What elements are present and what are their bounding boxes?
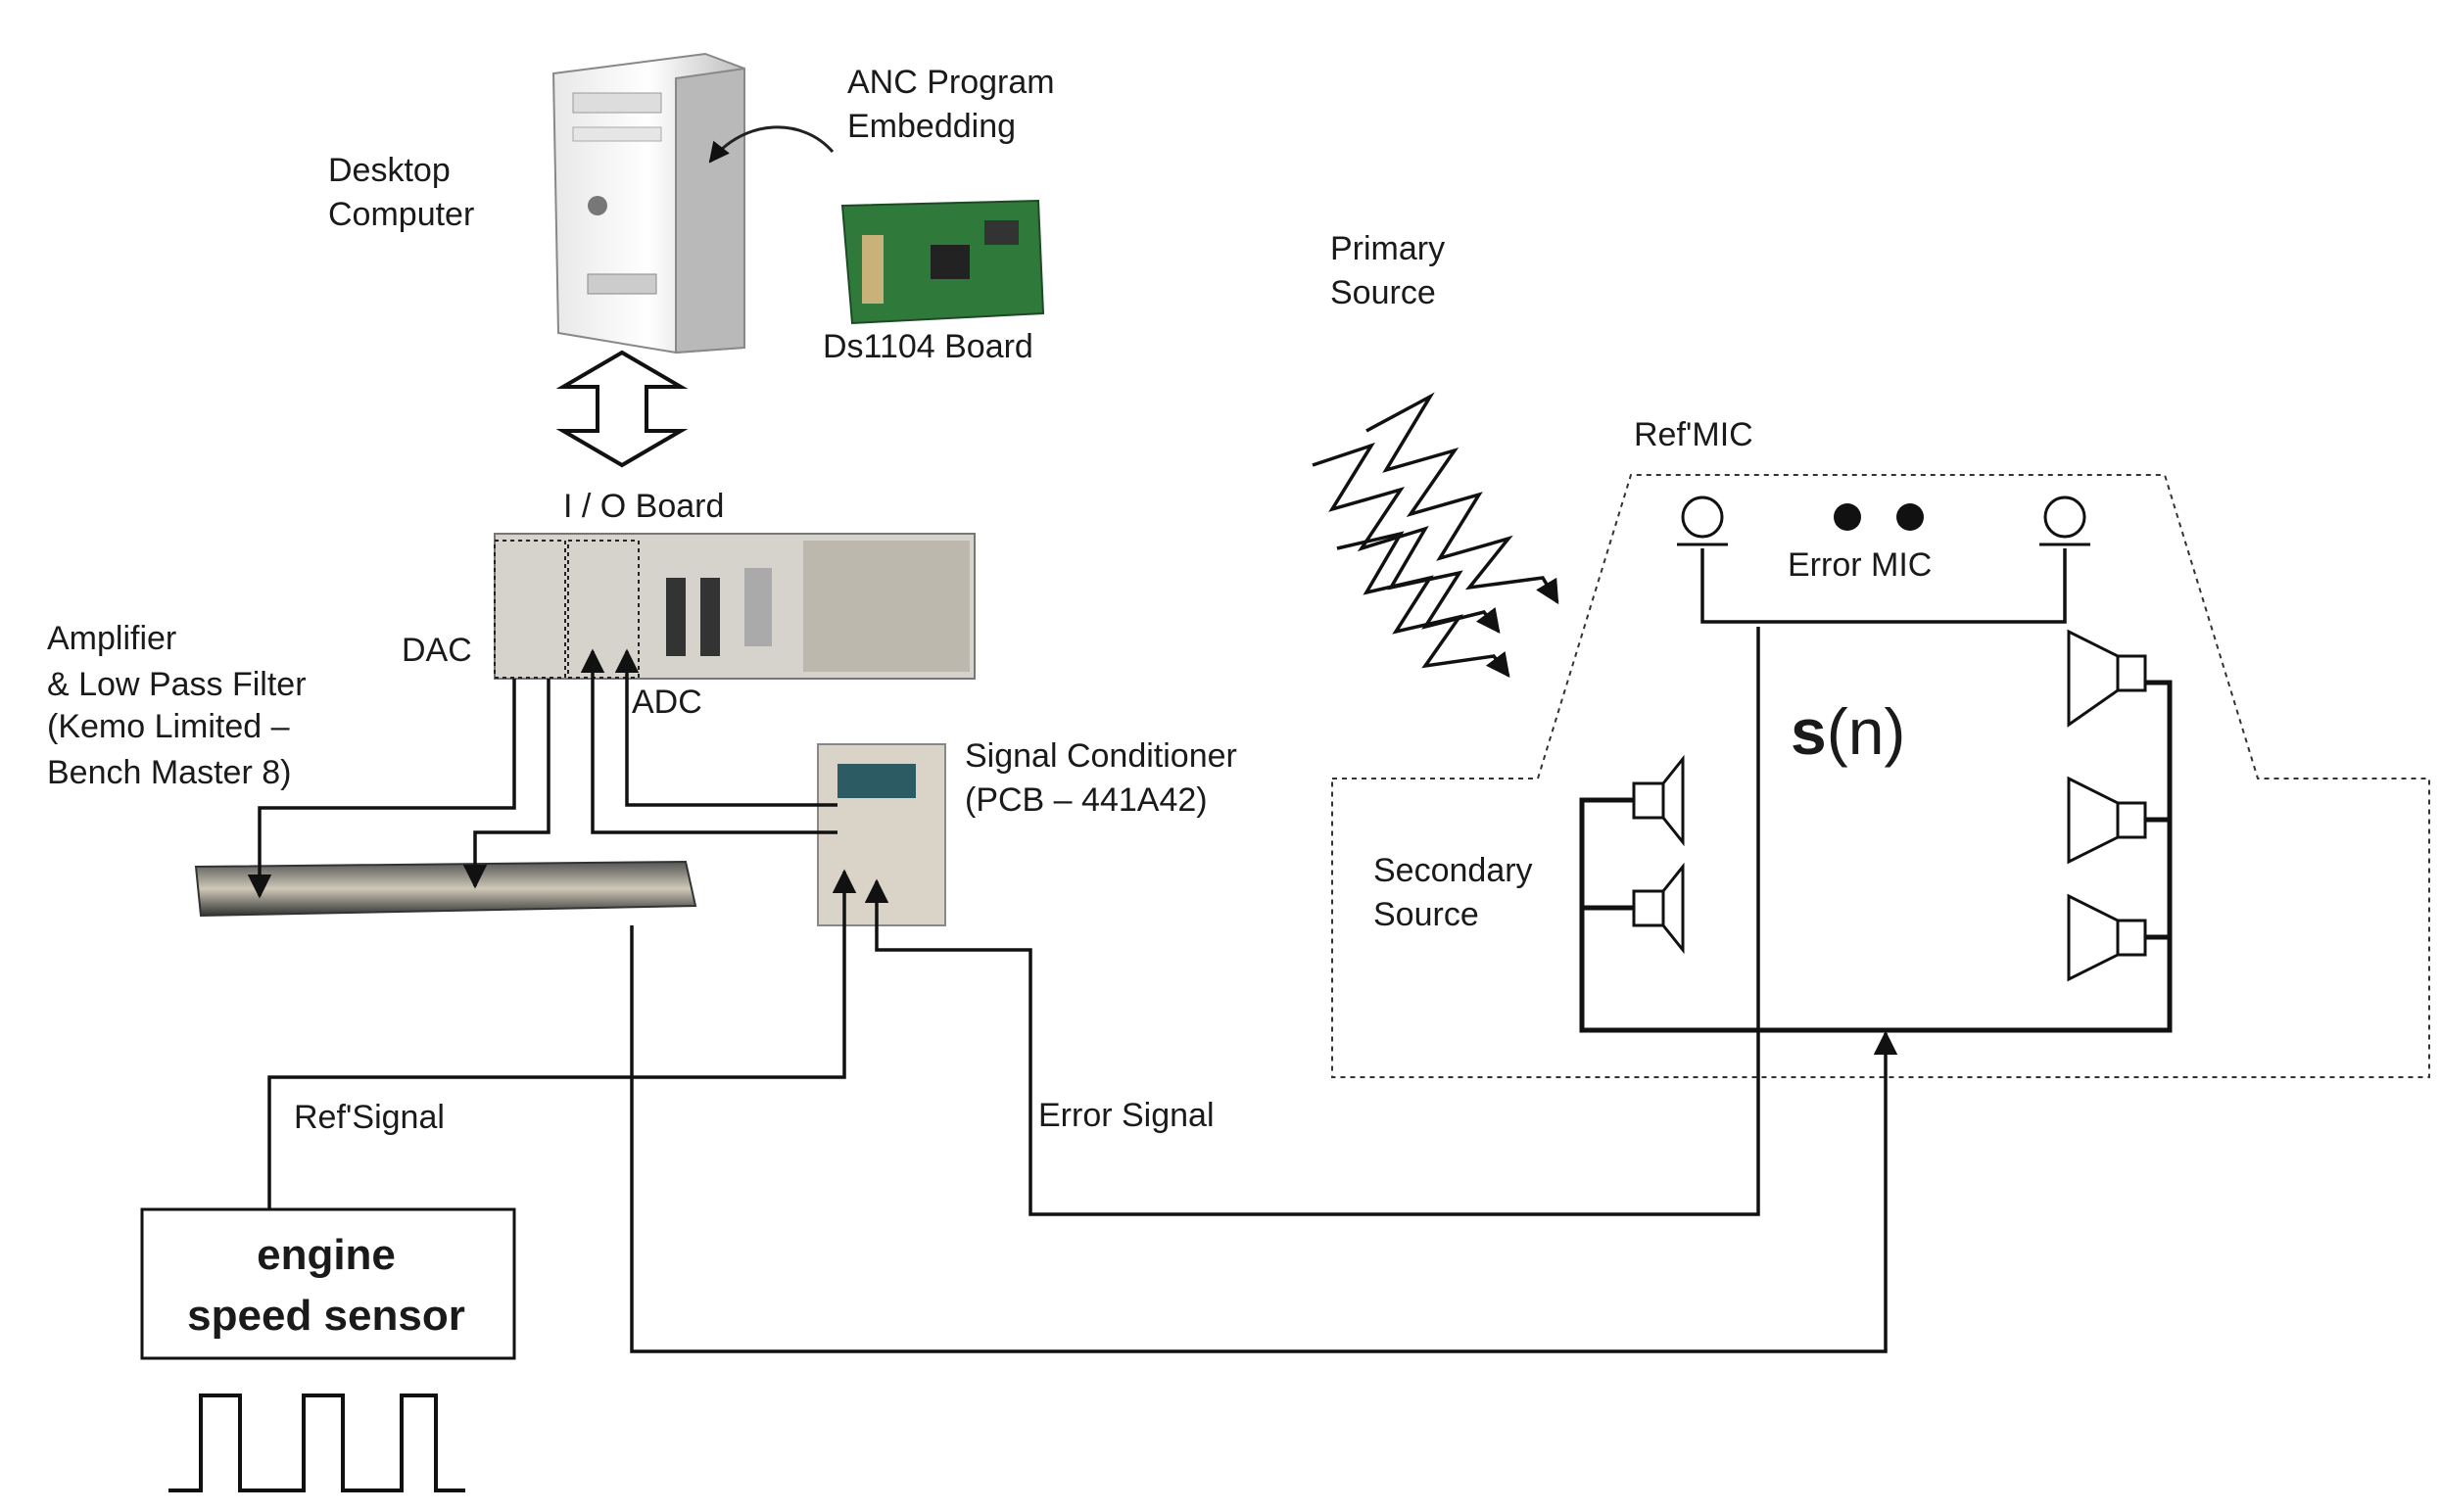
bidirectional-arrow [555, 350, 689, 468]
transfer-function-label: s(n) [1791, 695, 1905, 768]
pulse-waveform [168, 1394, 465, 1492]
amplifier-filter [194, 860, 697, 918]
amplifier-label-2: & Low Pass Filter [47, 666, 307, 703]
signal-conditioner-label: Signal Conditioner [965, 737, 1237, 775]
desktop-label-2: Computer [328, 196, 474, 233]
speaker-icon [2067, 893, 2120, 982]
error-mic-label: Error MIC [1788, 546, 1932, 584]
amplifier-label-4: Bench Master 8) [47, 754, 291, 791]
speaker-icon [1632, 889, 1665, 927]
primary-source-label: Primary [1330, 230, 1445, 267]
engine-sensor-label-2: speed sensor [187, 1292, 465, 1340]
amplifier-label: Amplifier [47, 620, 176, 657]
speakers [1632, 629, 2147, 982]
adc-region [567, 540, 640, 679]
dac-label: DAC [402, 632, 472, 669]
anc-program-label: ANC Program [847, 64, 1055, 101]
error-mic-dot-icon [1896, 503, 1924, 531]
desktop-computer [551, 52, 745, 354]
speaker-icon [2116, 801, 2147, 839]
primary-source-label-2: Source [1330, 274, 1436, 311]
amplifier-label-3: (Kemo Limited – [47, 708, 290, 745]
anc-program-label-2: Embedding [847, 108, 1016, 145]
ref-signal-label: Ref'Signal [294, 1099, 445, 1136]
ds1104-board [840, 199, 1045, 325]
speaker-wiring [1579, 680, 2173, 1033]
secondary-source-label-2: Source [1373, 896, 1479, 933]
secondary-source-label: Secondary [1373, 852, 1533, 889]
engine-sensor-label: engine [257, 1231, 396, 1279]
io-board-label: I / O Board [563, 488, 724, 525]
embedding-arrow [708, 125, 835, 164]
speaker-icon [2116, 919, 2147, 957]
error-signal-label: Error Signal [1038, 1097, 1215, 1134]
speaker-icon [2067, 629, 2120, 728]
desktop-label: Desktop [328, 152, 451, 189]
primary-noise-waves [1312, 392, 1559, 678]
ref-mic-left-icon [1677, 496, 1728, 546]
error-mic-dot-icon [1834, 503, 1861, 531]
cabin-enclosure [1331, 474, 2430, 1078]
speaker-icon [1632, 781, 1665, 820]
adc-label: ADC [632, 684, 702, 721]
mic-wiring [1700, 548, 2067, 624]
speaker-icon [2067, 776, 2120, 865]
ref-mic-label: Ref'MIC [1634, 416, 1753, 453]
sn-bold: s [1791, 695, 1827, 768]
ref-mic-right-icon [2039, 496, 2090, 546]
signal-conditioner [817, 743, 946, 926]
sn-rest: (n) [1827, 695, 1906, 768]
speaker-icon [1661, 862, 1685, 955]
speaker-icon [2116, 654, 2147, 692]
dac-region [494, 540, 566, 679]
ds1104-label: Ds1104 Board [823, 328, 1033, 365]
wiring [247, 627, 1898, 1353]
engine-speed-sensor-box [140, 1207, 516, 1360]
io-board [494, 533, 976, 680]
speaker-icon [1661, 754, 1685, 847]
signal-conditioner-label-2: (PCB – 441A42) [965, 781, 1208, 819]
